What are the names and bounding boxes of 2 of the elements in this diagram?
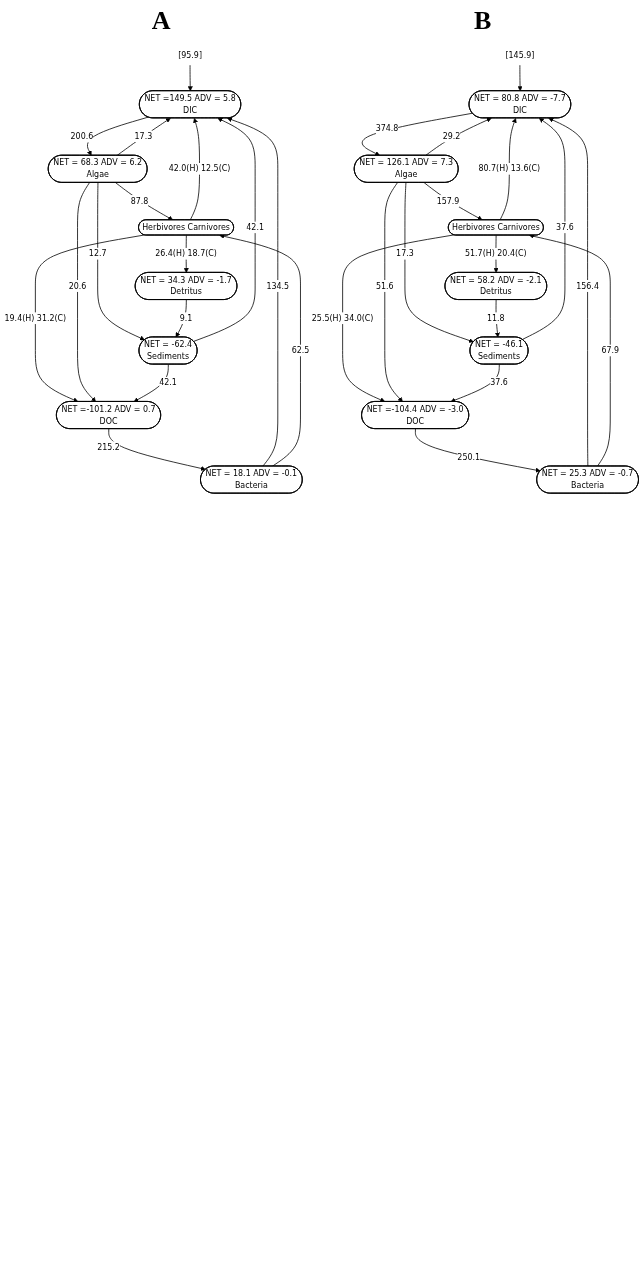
panel-letter: A xyxy=(151,6,171,36)
panel-letter: B xyxy=(473,6,492,36)
